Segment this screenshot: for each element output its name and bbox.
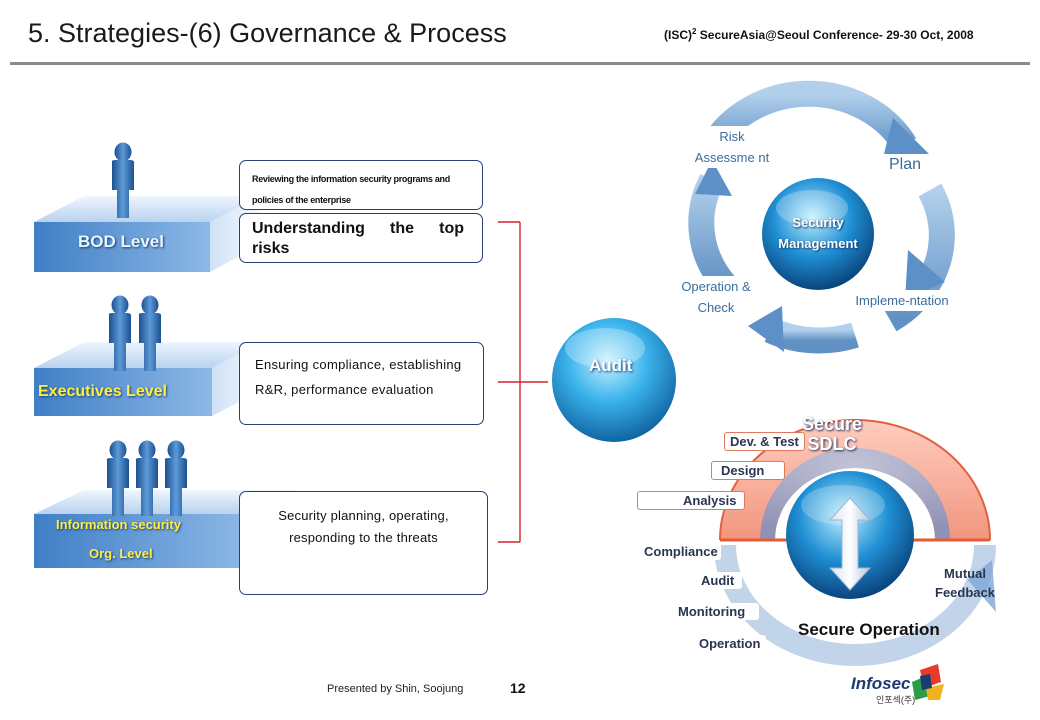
mutual-feedback-line1: Mutual bbox=[944, 566, 986, 581]
plan-label: Plan bbox=[866, 154, 944, 175]
secure-operation-title: Secure Operation bbox=[798, 620, 940, 639]
operation-item-audit: Audit bbox=[698, 572, 743, 589]
org-level-label-line2: Org. Level bbox=[89, 546, 153, 561]
conference-info: (ISC)2 SecureAsia@Seoul Conference- 29-3… bbox=[664, 27, 974, 42]
secure-sdlc-line2: SDLC bbox=[807, 434, 857, 454]
risk-assessment-label: Risk Assessme nt bbox=[694, 126, 770, 168]
security-management-line2: Management bbox=[778, 236, 858, 251]
security-management-line1: Security bbox=[792, 215, 844, 230]
conference-details: SecureAsia@Seoul Conference- 29-30 Oct, … bbox=[696, 28, 974, 42]
operation-check-label: Operation & Check bbox=[670, 276, 762, 318]
conference-prefix: (ISC) bbox=[664, 28, 692, 42]
audit-sphere bbox=[552, 318, 676, 442]
audit-label: Audit bbox=[589, 356, 633, 375]
infosec-logo-subtext: 인포섹(주) bbox=[876, 695, 916, 705]
mutual-feedback-label: Mutual Feedback bbox=[930, 564, 1000, 602]
bod-platform bbox=[34, 196, 260, 272]
executives-box: Ensuring compliance, establishing R&R, p… bbox=[239, 342, 484, 425]
presenter-credit: Presented by Shin, Soojung bbox=[327, 683, 464, 695]
sdlc-stage-dev-test: Dev. & Test bbox=[724, 432, 805, 451]
bod-review-box: Reviewing the information security progr… bbox=[239, 160, 483, 210]
secure-sdlc-title: Secure SDLC bbox=[792, 414, 872, 454]
security-management-label: Security Management bbox=[763, 212, 873, 254]
sdlc-stage-design: Design bbox=[711, 461, 786, 480]
sdlc-stage-analysis: Analysis bbox=[637, 491, 746, 510]
header-divider bbox=[10, 62, 1030, 65]
implementation-label: Impleme-ntation bbox=[842, 290, 962, 311]
conference-superscript: 2 bbox=[692, 27, 697, 36]
page-number: 12 bbox=[510, 680, 526, 696]
mutual-feedback-line2: Feedback bbox=[935, 585, 995, 600]
executives-level-label: Executives Level bbox=[38, 383, 167, 400]
operation-item-operation: Operation bbox=[696, 635, 767, 652]
bod-level-label: BOD Level bbox=[78, 232, 164, 251]
org-people-icon bbox=[106, 440, 188, 516]
org-level-label-line1: Information security bbox=[56, 517, 181, 532]
page-title: 5. Strategies-(6) Governance & Process bbox=[28, 18, 507, 48]
infosec-logo-text: Infosec bbox=[851, 674, 911, 693]
audit-bracket bbox=[498, 221, 548, 543]
org-box: Security planning, operating, responding… bbox=[239, 491, 488, 595]
operation-item-monitoring: Monitoring bbox=[675, 603, 760, 620]
secure-sdlc-line1: Secure bbox=[801, 414, 863, 434]
bod-risks-box: Understanding the top risks bbox=[239, 213, 483, 263]
infosec-logo-icon bbox=[912, 664, 944, 700]
operation-item-compliance: Compliance bbox=[641, 543, 721, 560]
